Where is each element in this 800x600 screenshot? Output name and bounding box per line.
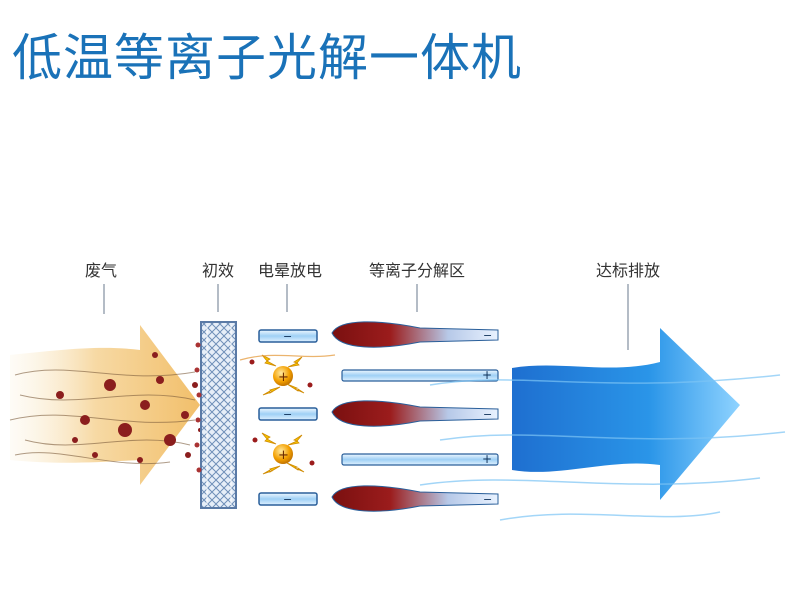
intake-airflow-arrow xyxy=(9,325,200,485)
positive-charge-icon: + xyxy=(273,444,293,464)
plus-sign: + xyxy=(482,452,492,466)
exhaust-airflow-arrow xyxy=(419,328,786,521)
label-plasma-zone: 等离子分解区 xyxy=(368,261,466,280)
minus-sign: − xyxy=(483,329,492,342)
minus-sign: − xyxy=(483,493,492,506)
svg-text:+: + xyxy=(278,448,289,463)
positive-charge-icon: + xyxy=(273,366,293,386)
pollutant-particles xyxy=(56,352,202,463)
negative-electrode: − xyxy=(258,492,318,506)
leader-lines xyxy=(103,284,629,350)
label-primary-filter: 初效 xyxy=(201,261,235,280)
corona-discharge-zone: − − − + + xyxy=(239,329,336,506)
airflow-streaks xyxy=(419,374,786,521)
page-title: 低温等离子光解一体机 xyxy=(12,29,522,87)
lightning-spark-icon xyxy=(261,354,305,475)
negative-electrode: − xyxy=(258,329,318,343)
positive-plate: + xyxy=(341,452,499,466)
electrode-blade-negative: − xyxy=(331,400,499,427)
label-waste-gas: 废气 xyxy=(84,261,118,280)
pollutant-particles xyxy=(249,359,315,466)
minus-sign: − xyxy=(283,493,292,506)
minus-sign: − xyxy=(483,408,492,421)
minus-sign: − xyxy=(283,408,292,421)
minus-sign: − xyxy=(283,330,292,343)
electrode-blade-negative: − xyxy=(331,485,499,512)
negative-electrode: − xyxy=(258,407,318,421)
svg-text:+: + xyxy=(278,370,289,385)
primary-filter-mesh xyxy=(200,321,237,509)
electrode-blade-negative: − xyxy=(331,321,499,348)
plus-sign: + xyxy=(482,368,492,382)
plasma-decomposition-zone: − + − + − xyxy=(331,321,499,512)
label-corona-discharge: 电晕放电 xyxy=(257,261,323,280)
positive-plate: + xyxy=(341,368,499,382)
trapped-particles xyxy=(194,342,202,473)
label-clean-exhaust: 达标排放 xyxy=(595,261,661,280)
